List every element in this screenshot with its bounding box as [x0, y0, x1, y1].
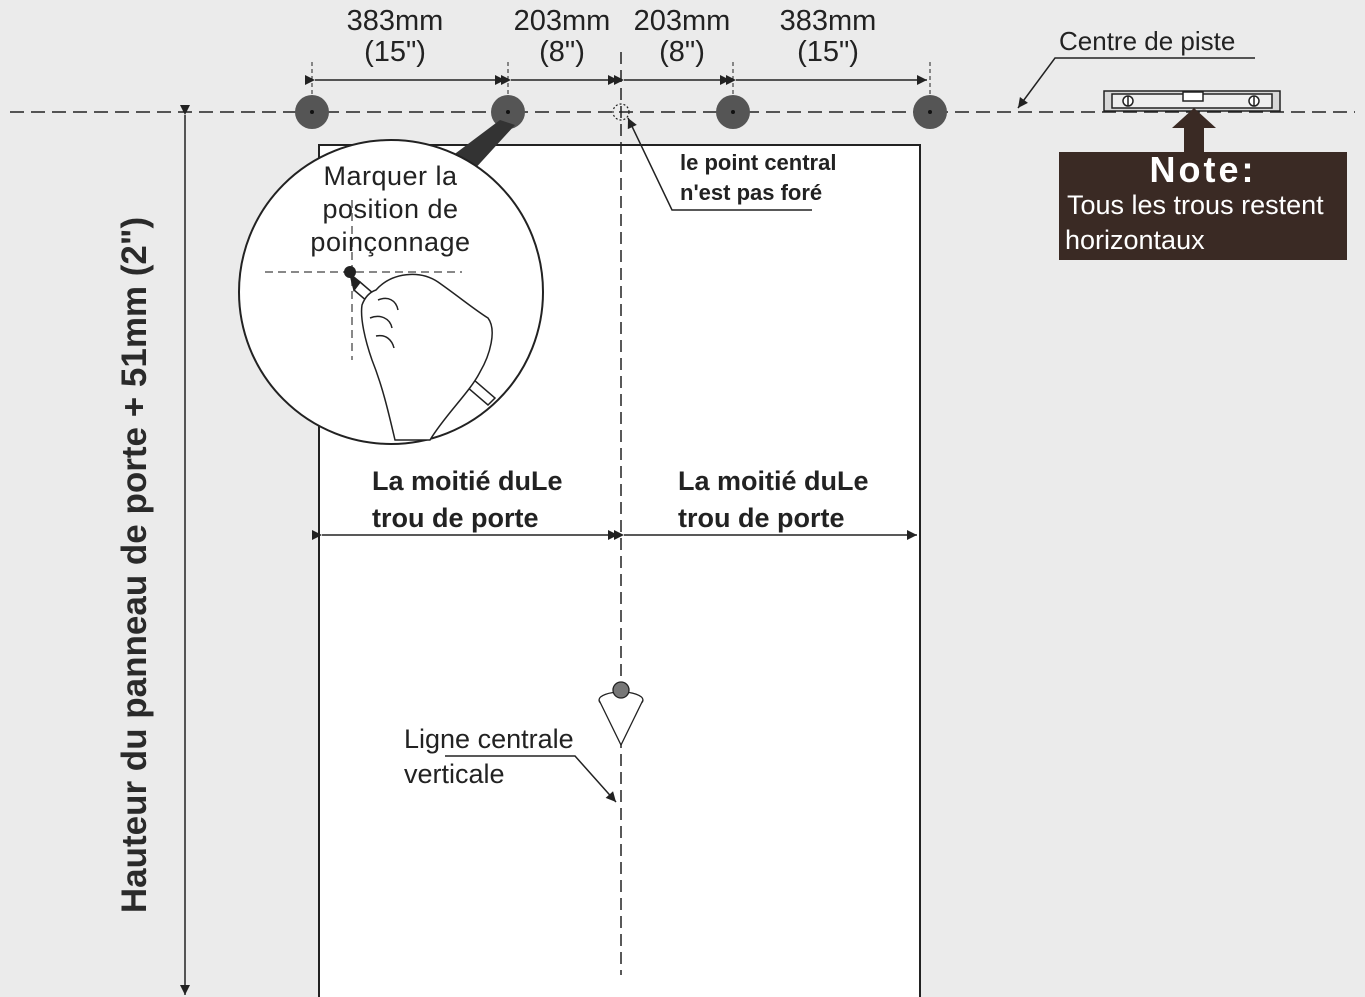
vertical-line-1: Ligne centrale [404, 724, 574, 754]
note-pointer-arrow [1172, 108, 1216, 152]
half-right-line-2: trou de porte [678, 503, 845, 533]
note-line-1: Tous les trous restent [1067, 190, 1324, 220]
dim-2-mm: 203mm [513, 5, 611, 37]
dim-1-in: (15") [364, 36, 426, 68]
center-point-label: le point central n'est pas foré [680, 148, 836, 208]
dim-label-1: 383mm (15") [330, 6, 460, 68]
dim-4-mm: 383mm [779, 5, 877, 37]
vertical-line-2: verticale [404, 759, 505, 789]
half-width-right-label: La moitié duLe trou de porte [678, 463, 869, 537]
center-point-line-1: le point central [680, 150, 837, 175]
note-line-2: horizontaux [1065, 225, 1205, 255]
vertical-centre-label: Ligne centrale verticale [404, 722, 574, 792]
note-title: Note: [1149, 149, 1257, 190]
plumb-bob-icon [598, 681, 644, 747]
half-right-line-1: La moitié duLe [678, 466, 869, 496]
note-text: Tous les trous restent horizontaux [1065, 188, 1324, 258]
mark-line-1: Marquer la [323, 161, 458, 191]
track-centre-leader [1017, 57, 1255, 109]
dim-label-3: 203mm (8") [620, 6, 744, 68]
track-centre-label: Centre de piste [1059, 26, 1236, 56]
half-left-line-2: trou de porte [372, 503, 539, 533]
vertical-line-leader [445, 755, 617, 803]
dim-label-4: 383mm (15") [763, 6, 893, 68]
mark-line-2: position de [322, 194, 459, 224]
half-left-line-1: La moitié duLe [372, 466, 563, 496]
dim-3-mm: 203mm [633, 5, 731, 37]
dim-3-in: (8") [659, 36, 705, 68]
mark-position-label: Marquer la position de poinçonnage [288, 160, 493, 259]
note-box: Note: Tous les trous restent horizontaux [1059, 152, 1347, 260]
mark-line-3: poinçonnage [310, 227, 471, 257]
height-label: Hauteur du panneau de porte + 51mm (2") [115, 216, 154, 914]
center-point-line-2: n'est pas foré [680, 180, 823, 205]
center-point-unbored [612, 103, 630, 121]
dim-2-in: (8") [539, 36, 585, 68]
hand-pencil-illustration [348, 272, 497, 441]
dim-4-in: (15") [797, 36, 859, 68]
half-width-left-label: La moitié duLe trou de porte [372, 463, 563, 537]
dim-1-mm: 383mm [346, 5, 444, 37]
center-point-leader [627, 117, 812, 211]
dim-label-2: 203mm (8") [500, 6, 624, 68]
spirit-level-icon [1103, 90, 1281, 112]
